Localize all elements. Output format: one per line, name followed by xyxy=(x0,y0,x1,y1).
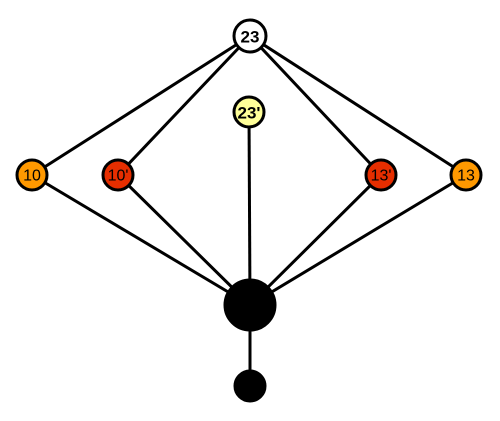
node-bottom xyxy=(233,369,267,403)
node-n10p: 10' xyxy=(101,158,135,192)
node-n10: 10 xyxy=(15,158,49,192)
edge-n23-n10 xyxy=(31,34,251,177)
edge-n13p-hub xyxy=(248,173,383,307)
edge-n23-n13 xyxy=(249,34,467,177)
edge-n10p-hub xyxy=(116,173,252,307)
edge-n10-hub xyxy=(31,173,251,307)
edge-n23-n10p xyxy=(116,34,252,177)
edge-n23p-hub xyxy=(247,111,252,306)
node-circle-n13p xyxy=(364,158,398,192)
node-circle-bottom xyxy=(233,369,267,403)
node-n23: 23 xyxy=(232,18,268,54)
node-n13: 13 xyxy=(449,158,483,192)
nodes-layer: 23 23' 10 10' 13' 13 xyxy=(15,18,483,403)
node-label-n23p: 23' xyxy=(238,104,261,123)
node-label-n13p: 13' xyxy=(371,168,392,185)
node-circle-n10 xyxy=(15,158,49,192)
node-circle-n10p xyxy=(101,158,135,192)
node-circle-n23 xyxy=(232,18,268,54)
edge-n23-n13p xyxy=(248,34,383,177)
edges-layer xyxy=(31,34,467,386)
node-label-n10p: 10' xyxy=(108,168,129,185)
node-circle-n23p xyxy=(232,95,266,129)
node-n13p: 13' xyxy=(364,158,398,192)
node-label-n23: 23 xyxy=(241,28,260,47)
node-hub xyxy=(223,278,277,332)
node-label-n13: 13 xyxy=(457,168,475,185)
node-n23p: 23' xyxy=(232,95,266,129)
node-label-n10: 10 xyxy=(23,168,41,185)
node-circle-hub xyxy=(223,278,277,332)
node-circle-n13 xyxy=(449,158,483,192)
edge-n13-hub xyxy=(249,173,467,307)
